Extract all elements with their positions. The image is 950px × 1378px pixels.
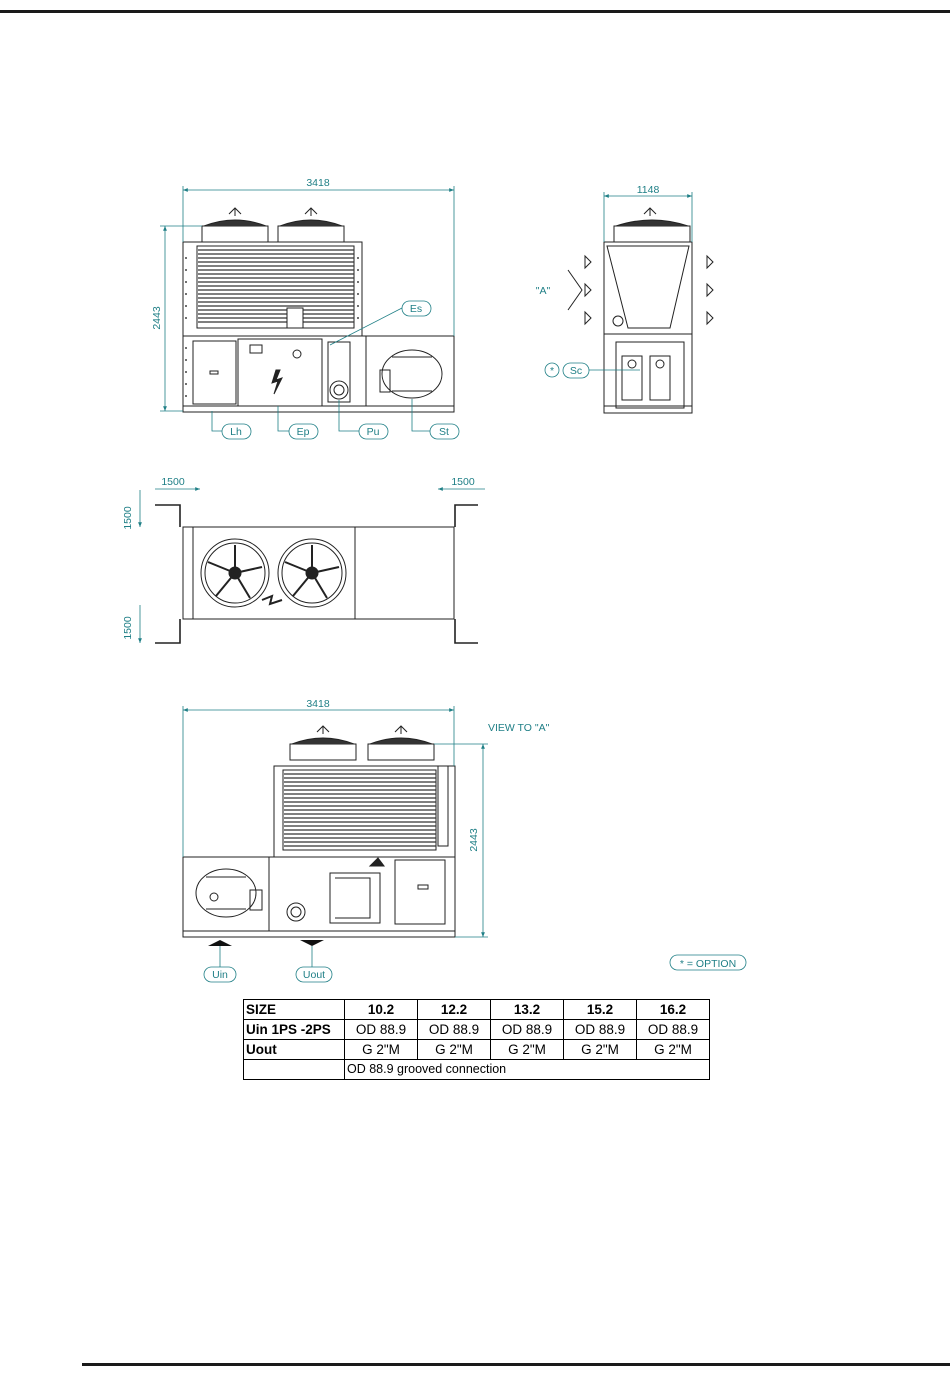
callout-ep: Ep [297,426,310,438]
table-size-cell: 13.2 [491,1000,564,1020]
table-cell: G 2"M [345,1040,418,1060]
callout-star: * [550,365,554,377]
dim-clearance-left-upper: 1500 [122,506,134,530]
table-cell: OD 88.9 [637,1020,710,1040]
plan-view [155,505,478,643]
table-size-cell: 12.2 [418,1000,491,1020]
dim-rear-length: 3418 [306,698,330,710]
callout-uout: Uout [303,969,325,981]
table-cell: G 2"M [491,1040,564,1060]
table-size-cell: 10.2 [345,1000,418,1020]
dim-front-length: 3418 [306,177,330,189]
table-header-row: SIZE 10.2 12.2 13.2 15.2 16.2 [244,1000,710,1020]
callout-uin: Uin [212,969,228,981]
table-cell: OD 88.9 [418,1020,491,1040]
callout-lh: Lh [230,426,242,438]
table-row: Uout G 2"M G 2"M G 2"M G 2"M G 2"M [244,1040,710,1060]
table-row-label: Uout [244,1040,345,1060]
table-cell: G 2"M [637,1040,710,1060]
dim-front-height: 2443 [151,306,163,330]
inlet-arrow [208,940,232,946]
table-cell: OD 88.9 [564,1020,637,1040]
table-row-label-empty [244,1060,345,1080]
callout-st: St [439,426,449,438]
dim-clearance-top-left: 1500 [161,476,185,488]
callout-sc: Sc [570,365,582,377]
dim-side-width: 1148 [637,184,660,196]
table-cell: OD 88.9 [491,1020,564,1040]
dim-clearance-top-right: 1500 [451,476,475,488]
table-size-cell: 15.2 [564,1000,637,1020]
callout-pu: Pu [367,426,380,438]
view-a-marker: "A" [536,285,551,297]
table-row-label: Uin 1PS -2PS [244,1020,345,1040]
dim-rear-height: 2443 [468,828,480,852]
connection-table: SIZE 10.2 12.2 13.2 15.2 16.2 Uin 1PS -2… [243,999,710,1080]
table-row: Uin 1PS -2PS OD 88.9 OD 88.9 OD 88.9 OD … [244,1020,710,1040]
callout-es: Es [410,303,422,315]
option-legend: * = OPTION [680,958,736,970]
view-to-a-label: VIEW TO "A" [488,722,550,734]
table-header-label: SIZE [244,1000,345,1020]
table-footnote: OD 88.9 grooved connection [345,1060,710,1080]
side-view [568,208,713,413]
table-cell: OD 88.9 [345,1020,418,1040]
dim-clearance-left-lower: 1500 [122,616,134,640]
rear-view-callouts [204,946,746,982]
table-cell: G 2"M [418,1040,491,1060]
table-cell: G 2"M [564,1040,637,1060]
outlet-arrow [300,940,324,946]
table-row: OD 88.9 grooved connection [244,1060,710,1080]
rear-view [183,726,455,937]
table-size-cell: 16.2 [637,1000,710,1020]
